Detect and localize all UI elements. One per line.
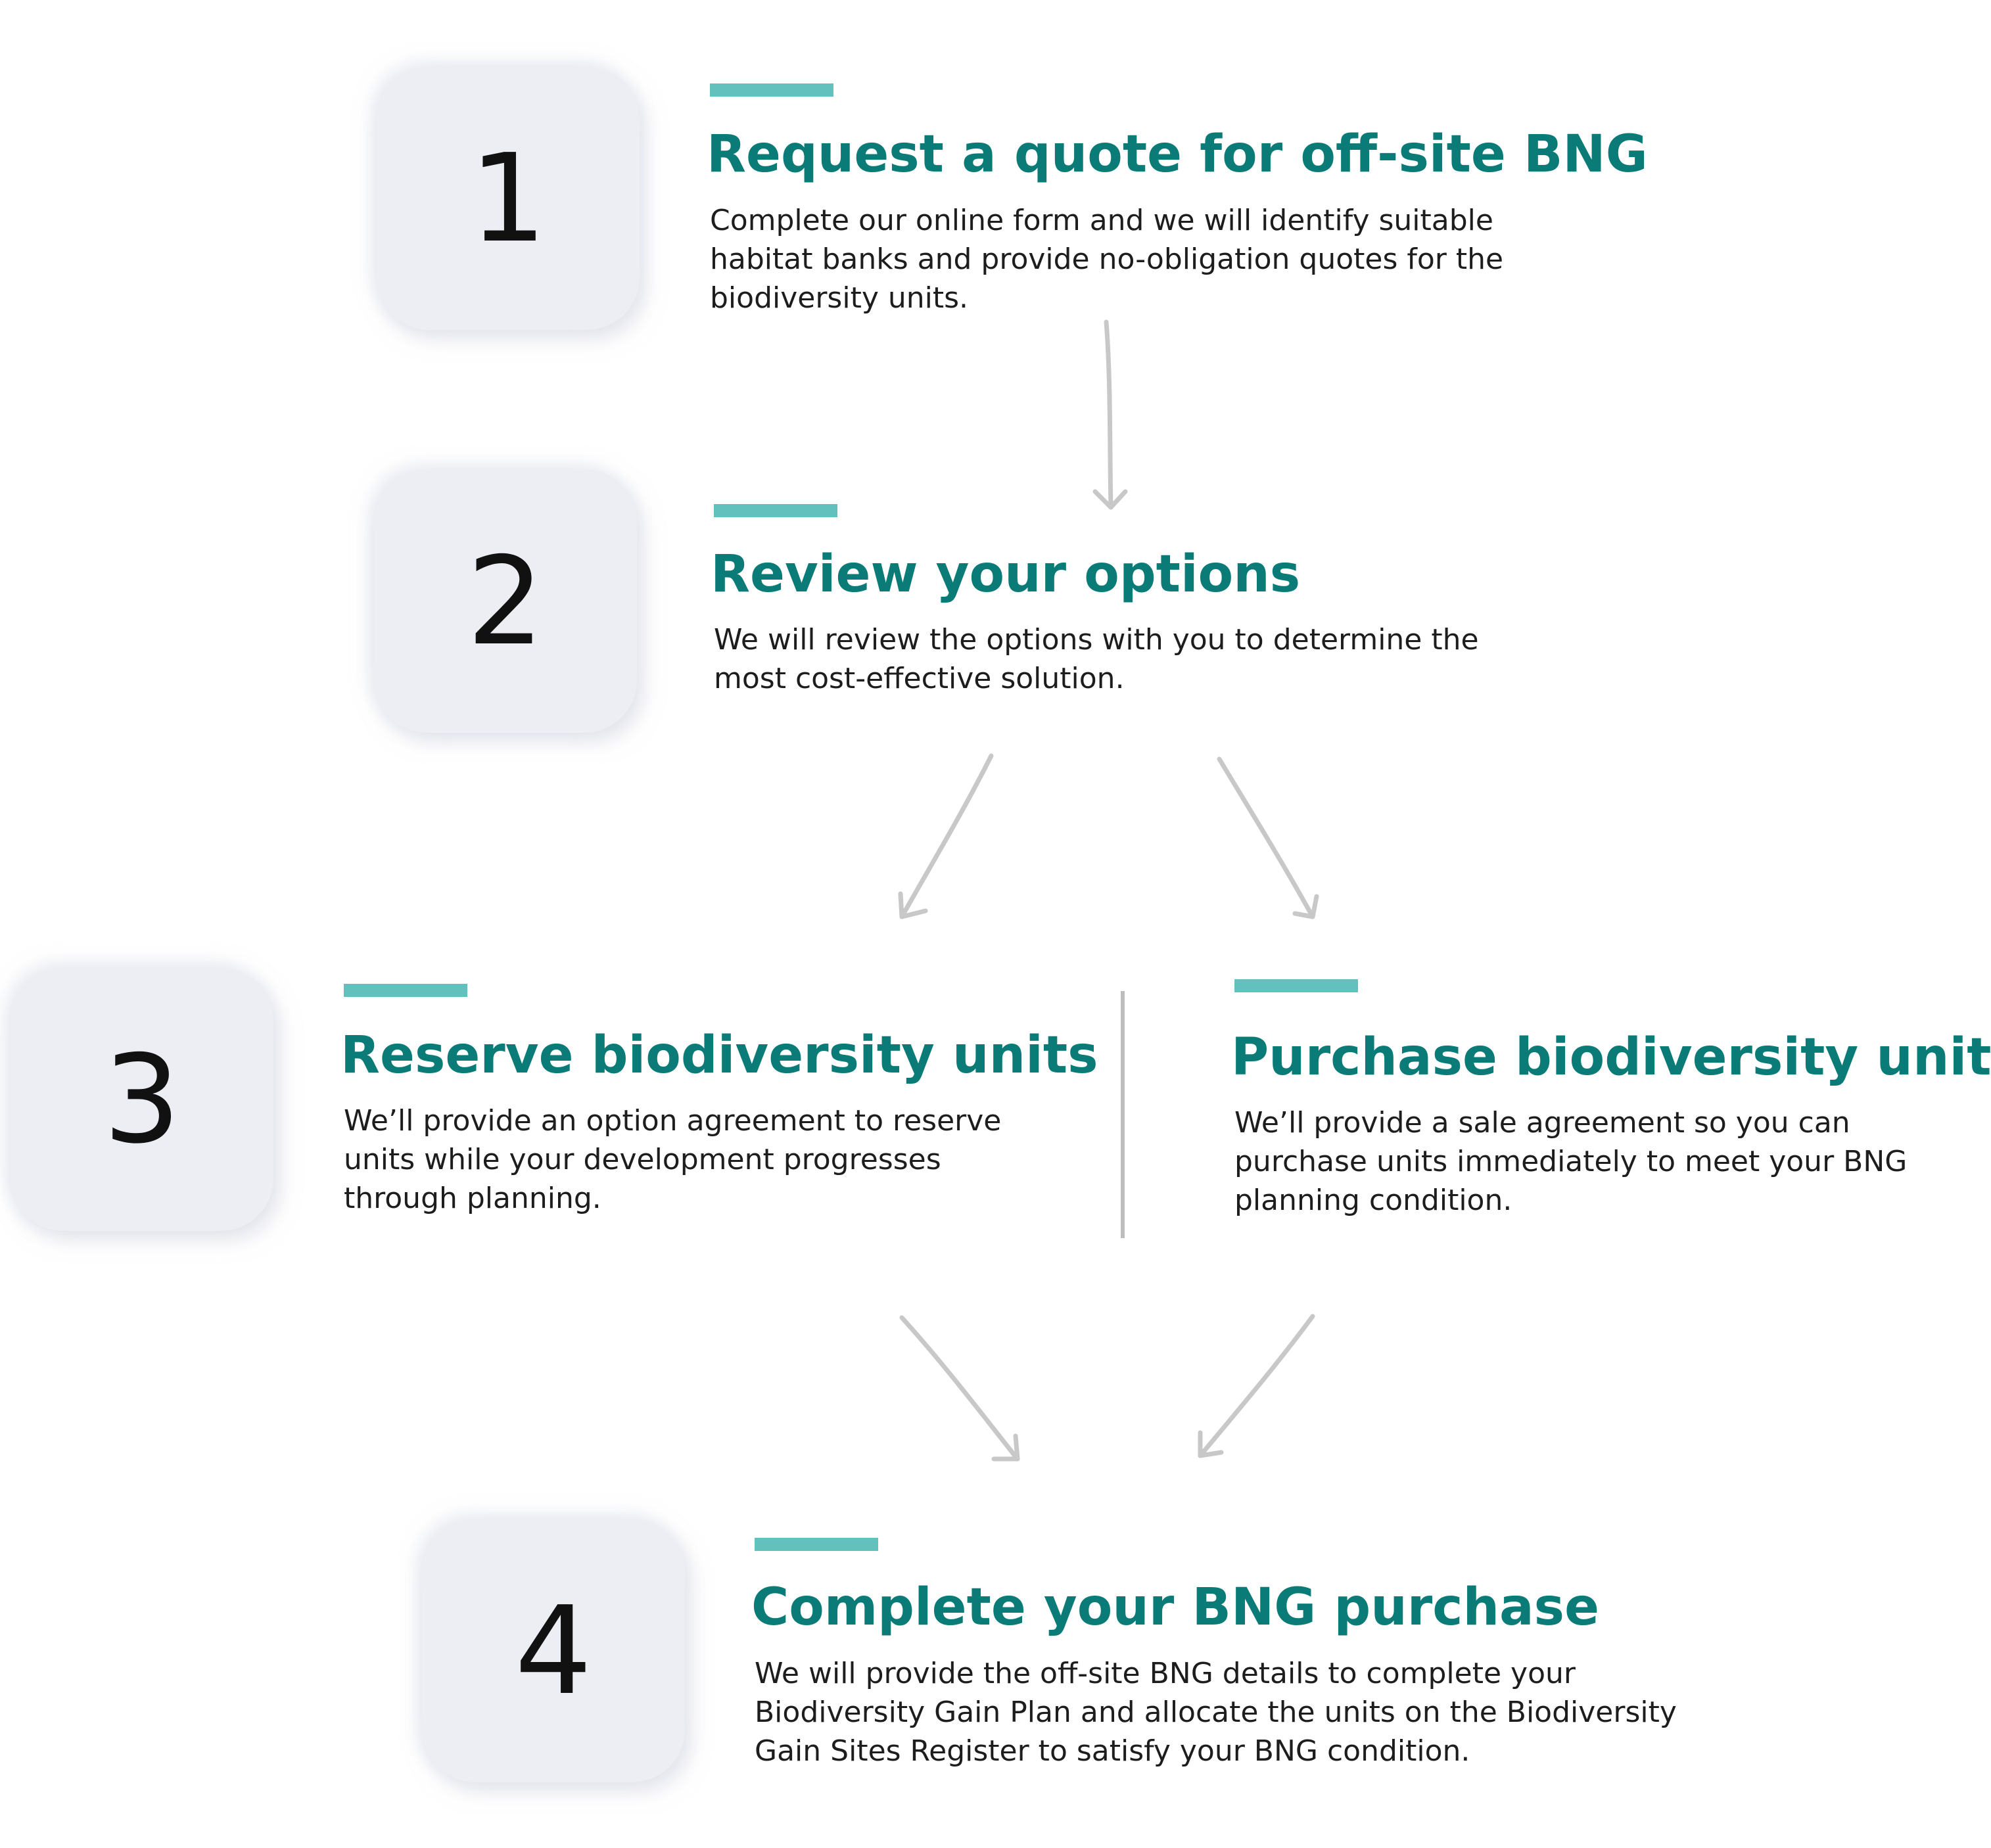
arrow-step2-to-purchase [1217,756,1319,919]
step-1-title: Request a quote for off-site BNG [707,125,1648,184]
step-2-description: We will review the options with you to d… [714,623,1479,695]
arrow-reserve-to-step4 [899,1315,1020,1462]
step-3-number-box: 3 [11,968,273,1231]
step-4-number-box: 4 [422,1519,685,1782]
step-4-number: 4 [515,1579,592,1722]
arrow-step1-to-step2 [1092,319,1128,510]
step-3-number: 3 [103,1028,181,1170]
step-3-title: Reserve biodiversity units [340,1026,1098,1085]
step-3-accent-bar [344,984,467,997]
step-3-description: We’ll provide an option agreement to res… [344,1104,1002,1215]
step-4-accent-bar [755,1538,878,1551]
step-4-title: Complete your BNG purchase [751,1578,1599,1637]
purchase-description: We’ll provide a sale agreement so you ca… [1234,1106,1908,1217]
purchase-accent-bar [1234,979,1358,992]
step-1-description: Complete our online form and we will ide… [710,204,1504,315]
step-2-number-box: 2 [374,470,637,733]
step-2-title: Review your options [711,545,1301,604]
step-1-number-box: 1 [377,67,640,330]
step-1-accent-bar [710,83,833,97]
arrow-purchase-to-step4 [1198,1314,1315,1458]
purchase-title: Purchase biodiversity units [1231,1028,1991,1087]
step-1-number: 1 [469,127,547,269]
arrow-step2-to-reserve [898,753,994,919]
options-divider [1121,991,1125,1238]
step-4-description: We will provide the off-site BNG details… [755,1657,1677,1768]
step-2-accent-bar [714,504,837,517]
step-2-number: 2 [467,530,544,672]
